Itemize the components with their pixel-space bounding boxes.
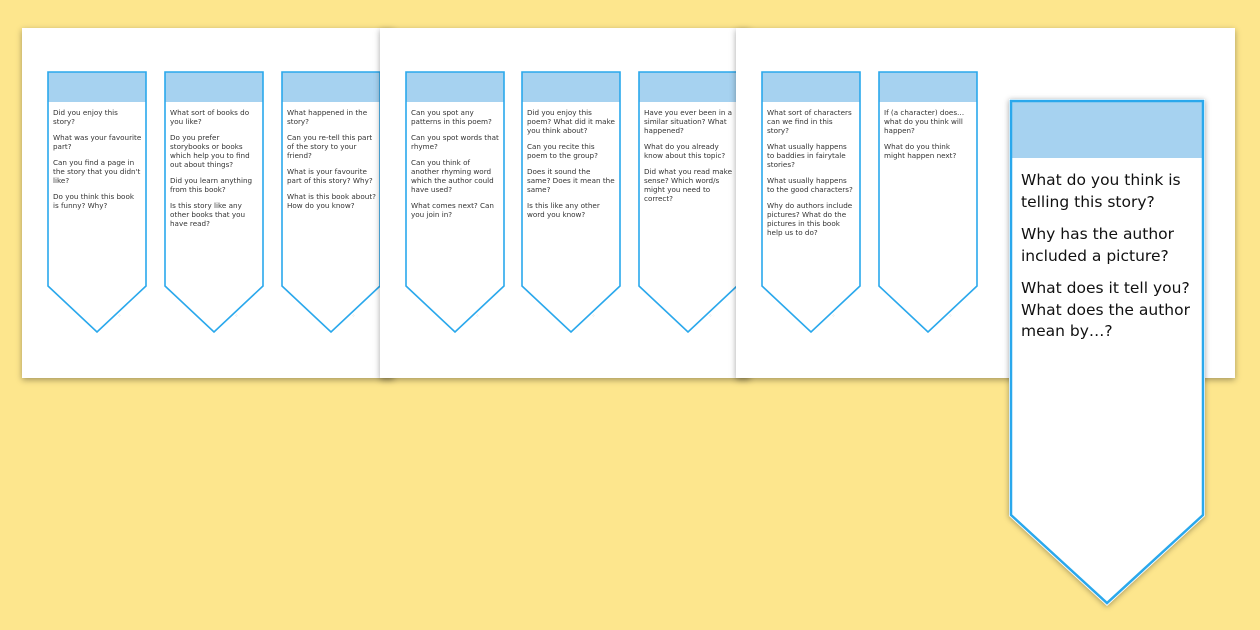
question: Do you think this book is funny? Why? [53, 192, 134, 210]
question: If (a character) does… what do you think… [884, 108, 965, 135]
question: Is this story like any other books that … [170, 201, 246, 228]
question: Can you spot words that rhyme? [411, 133, 499, 151]
question: Does it sound the same? Does it mean the… [527, 167, 615, 194]
featured-bookmark-questions: What do you think is telling this story?… [1021, 170, 1196, 354]
question: What is your favourite part of this stor… [287, 167, 373, 185]
bookmark-6: Have you ever been in a similar situatio… [638, 71, 738, 333]
question: Can you think of another rhyming word wh… [411, 158, 494, 194]
bookmark-8: If (a character) does… what do you think… [878, 71, 978, 333]
bookmark-7: What sort of characters can we find in t… [761, 71, 861, 333]
question: Did you learn anything from this book? [170, 176, 253, 194]
question: Can you recite this poem to the group? [527, 142, 598, 160]
bookmark-questions: What happened in the story? Can you re-t… [287, 108, 376, 217]
question: What does it tell you? What does the aut… [1021, 279, 1190, 340]
watermark: ⁘ [475, 313, 479, 318]
question: What do you already know about this topi… [644, 142, 726, 160]
bookmark-2: What sort of books do you like? Do you p… [164, 71, 264, 333]
question: Can you find a page in the story that yo… [53, 158, 141, 185]
watermark: ⁘ [117, 313, 121, 318]
watermark: ⁘ [234, 313, 238, 318]
bookmark-sheet-2: Can you spot any patterns in this poem? … [380, 28, 750, 378]
question: Do you prefer storybooks or books which … [170, 133, 250, 169]
watermark: ⁘ [351, 313, 355, 318]
watermark: ⁘ [591, 313, 595, 318]
bookmark-questions: Did you enjoy this story? What was your … [53, 108, 142, 217]
question: What happened in the story? [287, 108, 368, 126]
watermark: ⁘ [948, 313, 952, 318]
question: Why has the author included a picture? [1021, 225, 1175, 265]
question: What do you think is telling this story? [1021, 171, 1181, 211]
featured-bookmark: What do you think is telling this story?… [1008, 98, 1206, 608]
question: Did you enjoy this story? [53, 108, 118, 126]
question: What is this book about? How do you know… [287, 192, 376, 210]
question: Did you enjoy this poem? What did it mak… [527, 108, 615, 135]
bookmark-questions: Have you ever been in a similar situatio… [644, 108, 733, 210]
watermark: ⁘ [708, 313, 712, 318]
bookmark-questions: Can you spot any patterns in this poem? … [411, 108, 500, 226]
question: What sort of books do you like? [170, 108, 250, 126]
bookmark-questions: What sort of books do you like? Do you p… [170, 108, 259, 235]
bookmark-5: Did you enjoy this poem? What did it mak… [521, 71, 621, 333]
question: What usually happens to baddies in fairy… [767, 142, 847, 169]
question: What was your favourite part? [53, 133, 142, 151]
question: Did what you read make sense? Which word… [644, 167, 733, 203]
question: Is this like any other word you know? [527, 201, 600, 219]
question: What usually happens to the good charact… [767, 176, 853, 194]
bookmark-questions: What sort of characters can we find in t… [767, 108, 856, 244]
question: Can you spot any patterns in this poem? [411, 108, 492, 126]
question: Can you re-tell this part of the story t… [287, 133, 373, 160]
bookmark-questions: If (a character) does… what do you think… [884, 108, 973, 167]
bookmark-questions: Did you enjoy this poem? What did it mak… [527, 108, 616, 226]
question: What do you think might happen next? [884, 142, 957, 160]
question: Why do authors include pictures? What do… [767, 201, 853, 237]
question: What comes next? Can you join in? [411, 201, 494, 219]
question: What sort of characters can we find in t… [767, 108, 852, 135]
question: Have you ever been in a similar situatio… [644, 108, 733, 135]
bookmark-1: Did you enjoy this story? What was your … [47, 71, 147, 333]
watermark: ⁘ [831, 313, 835, 318]
bookmark-sheet-1: Did you enjoy this story? What was your … [22, 28, 394, 378]
watermark: ⁘ [1129, 582, 1134, 588]
bookmark-4: Can you spot any patterns in this poem? … [405, 71, 505, 333]
bookmark-3: What happened in the story? Can you re-t… [281, 71, 381, 333]
